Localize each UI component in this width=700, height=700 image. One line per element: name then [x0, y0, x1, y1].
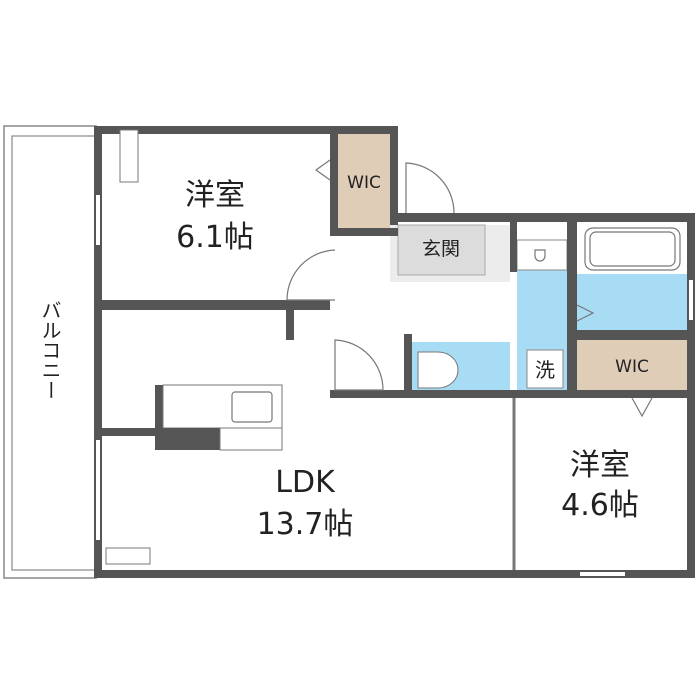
western-room-2-size: 4.6帖: [561, 488, 639, 523]
ldk-size: 13.7帖: [257, 507, 354, 542]
sink-icon: [534, 249, 546, 262]
balcony: バルコニー: [3, 125, 97, 579]
wic-2-area: [577, 340, 687, 390]
balcony-label: バルコニー: [38, 300, 62, 400]
western-room-1-size: 6.1帖: [176, 220, 254, 255]
walls: [94, 126, 695, 578]
bathtub-icon: [584, 227, 681, 271]
kitchen-sink-icon: [231, 391, 273, 423]
wic-1-label: WIC: [347, 173, 381, 193]
wic-2-label: WIC: [615, 357, 649, 377]
ldk-name: LDK: [275, 465, 336, 500]
aircon-unit: [105, 547, 151, 565]
wic-1-area: [338, 134, 390, 228]
toilet-icon: [417, 351, 459, 389]
washer-label: 洗: [535, 358, 555, 382]
entrance-label: 玄関: [422, 238, 460, 260]
western-room-1-name: 洋室: [185, 178, 245, 213]
western-room-2-name: 洋室: [570, 448, 630, 483]
kitchen-counter: [155, 384, 283, 451]
doors: [286, 159, 653, 418]
closet-shelf: [119, 129, 139, 183]
